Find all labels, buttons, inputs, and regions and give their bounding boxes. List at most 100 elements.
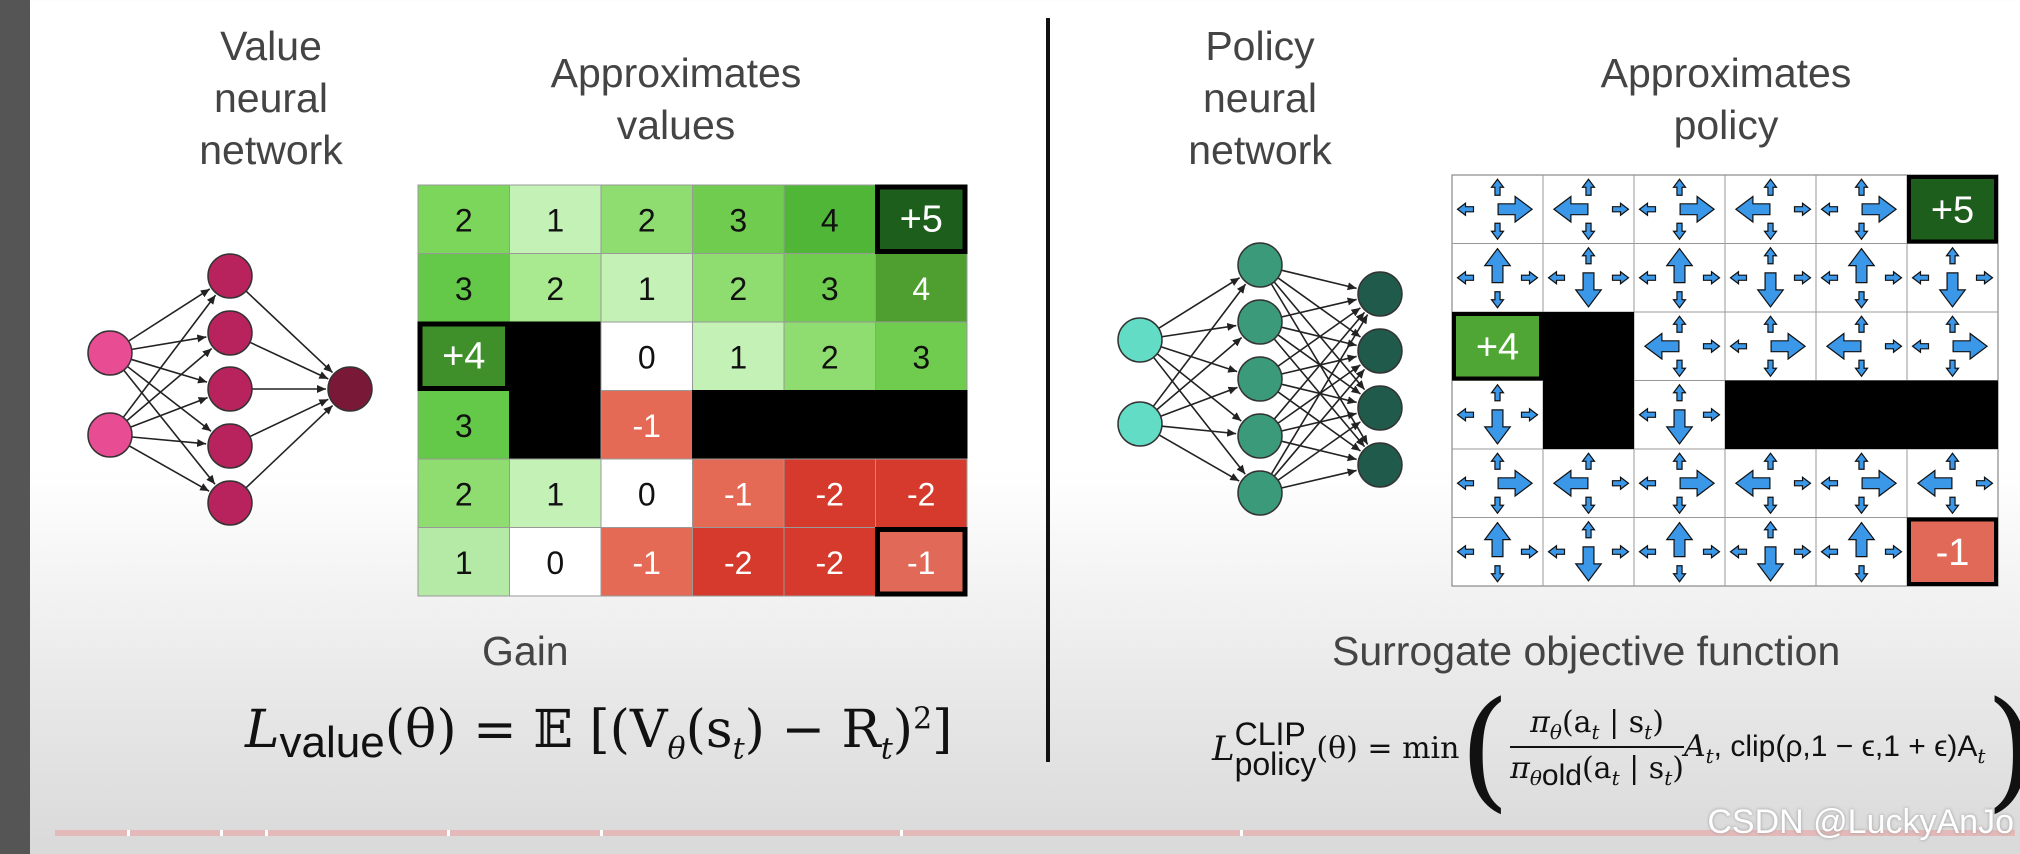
arrow-down-icon — [1672, 496, 1687, 515]
value-cell-label: +5 — [900, 198, 943, 240]
value-cell-label: 2 — [546, 271, 564, 307]
arrow-left-icon — [1820, 202, 1839, 217]
progress-tick — [220, 830, 223, 836]
value-cell-label: 3 — [729, 202, 747, 238]
arrow-up-icon — [1490, 178, 1505, 196]
ratio-num-args: (a — [1561, 704, 1592, 740]
arrow-down-icon — [1763, 359, 1778, 378]
value-cell — [875, 184, 968, 254]
policy-formula-ratio: πθ(at | st)πθold(at | st) — [1510, 704, 1684, 791]
left-edge-bar — [0, 0, 30, 854]
value-cell-label: 0 — [638, 476, 656, 512]
value-net-neuron-layer-1 — [207, 366, 253, 412]
value-cell — [417, 253, 510, 323]
value-cell — [509, 321, 602, 391]
value-cell-label: 2 — [821, 339, 839, 375]
arrow-down-icon — [1945, 496, 1960, 515]
value-cell — [783, 321, 876, 391]
arrow-left-icon — [1638, 270, 1657, 285]
value-cell-label: 0 — [546, 545, 564, 581]
value-loss-formula: Lvalue(θ) = 𝔼 [(Vθ(st) − Rt)2] — [245, 700, 952, 768]
arrow-right-icon — [1679, 195, 1716, 224]
arrow-up-icon — [1945, 452, 1960, 470]
policy-wall-cell — [1543, 380, 1634, 449]
value-cell-label: -1 — [907, 545, 935, 581]
value-cell-label: 2 — [638, 202, 656, 238]
arrow-left-icon — [1734, 469, 1771, 498]
value-network-title: Value neural network — [199, 23, 343, 173]
arrow-down-icon — [1490, 222, 1505, 241]
value-cell — [783, 390, 876, 460]
arrow-right-icon — [1793, 202, 1812, 217]
policy-net-connection — [1152, 283, 1247, 407]
value-cell-label: 1 — [729, 339, 747, 375]
value-cell — [509, 527, 602, 597]
value-cell — [600, 253, 693, 323]
arrow-down-icon — [1945, 359, 1960, 378]
value-cell-label: 1 — [546, 476, 564, 512]
value-highlight-border — [875, 184, 968, 254]
policy-net-connection — [1161, 425, 1237, 437]
value-cell-label: 3 — [455, 408, 473, 444]
arrow-down-icon — [1490, 291, 1505, 309]
policy-grid: +5+4-1 — [1451, 174, 1999, 587]
policy-net-connection — [1160, 386, 1238, 418]
value-net-neuron-layer-2 — [327, 366, 373, 412]
arrow-down-icon — [1672, 222, 1687, 241]
arrow-up-icon — [1672, 452, 1687, 470]
arrow-left-icon — [1638, 202, 1657, 217]
arrow-left-icon — [1638, 544, 1657, 559]
arrow-left-icon — [1456, 476, 1475, 491]
arrow-right-icon — [1520, 270, 1539, 285]
policy-net-neuron-layer-1 — [1237, 242, 1283, 288]
value-cell — [600, 527, 693, 597]
arrow-down-icon — [1756, 272, 1785, 308]
policy-net-neuron-layer-1 — [1237, 356, 1283, 402]
progress-tick — [447, 830, 450, 836]
value-cell — [600, 184, 693, 254]
value-grid-title: Approximates values — [550, 50, 802, 148]
arrow-down-icon — [1854, 359, 1869, 378]
arrow-left-icon — [1456, 202, 1475, 217]
ratio-den-bar: | s — [1619, 750, 1665, 786]
arrow-up-icon — [1581, 246, 1596, 265]
arrow-down-icon — [1756, 546, 1785, 582]
value-cell — [692, 184, 785, 254]
arrow-right-icon — [1702, 407, 1721, 422]
arrow-left-icon — [1820, 544, 1839, 559]
arrow-down-icon — [1574, 272, 1603, 308]
ratio-den-close: ) — [1672, 750, 1684, 786]
value-net-connection — [131, 334, 207, 351]
value-cell-label: 1 — [546, 202, 564, 238]
value-net-connection — [126, 347, 213, 422]
arrow-down-icon — [1581, 496, 1596, 515]
policy-net-connection — [1277, 421, 1361, 481]
arrow-down-icon — [1574, 546, 1603, 582]
formula-t2: t — [880, 731, 893, 767]
policy-wall-cell — [1725, 380, 1816, 449]
arrow-left-icon — [1547, 270, 1566, 285]
arrow-right-icon — [1520, 544, 1539, 559]
arrow-down-icon — [1854, 565, 1869, 583]
arrow-up-icon — [1847, 521, 1876, 558]
formula-close: ] — [932, 700, 953, 760]
value-net-connection — [122, 294, 217, 418]
formula-L: L — [245, 700, 280, 760]
value-cell — [417, 527, 510, 597]
arrow-right-icon — [1861, 469, 1898, 498]
arrow-left-icon — [1643, 332, 1680, 361]
value-cell — [417, 458, 510, 528]
value-cell-label: -2 — [816, 545, 844, 581]
value-cell — [783, 184, 876, 254]
value-cell-label: 2 — [729, 271, 747, 307]
value-cell-label: 2 — [455, 202, 473, 238]
video-progress-bar[interactable] — [55, 830, 2015, 836]
policy-net-connection — [1270, 314, 1369, 475]
arrow-left-icon — [1729, 544, 1748, 559]
policy-net-neuron-layer-0 — [1117, 317, 1163, 363]
arrow-down-icon — [1672, 565, 1687, 583]
value-cell — [600, 458, 693, 528]
arrow-right-icon — [1884, 544, 1903, 559]
